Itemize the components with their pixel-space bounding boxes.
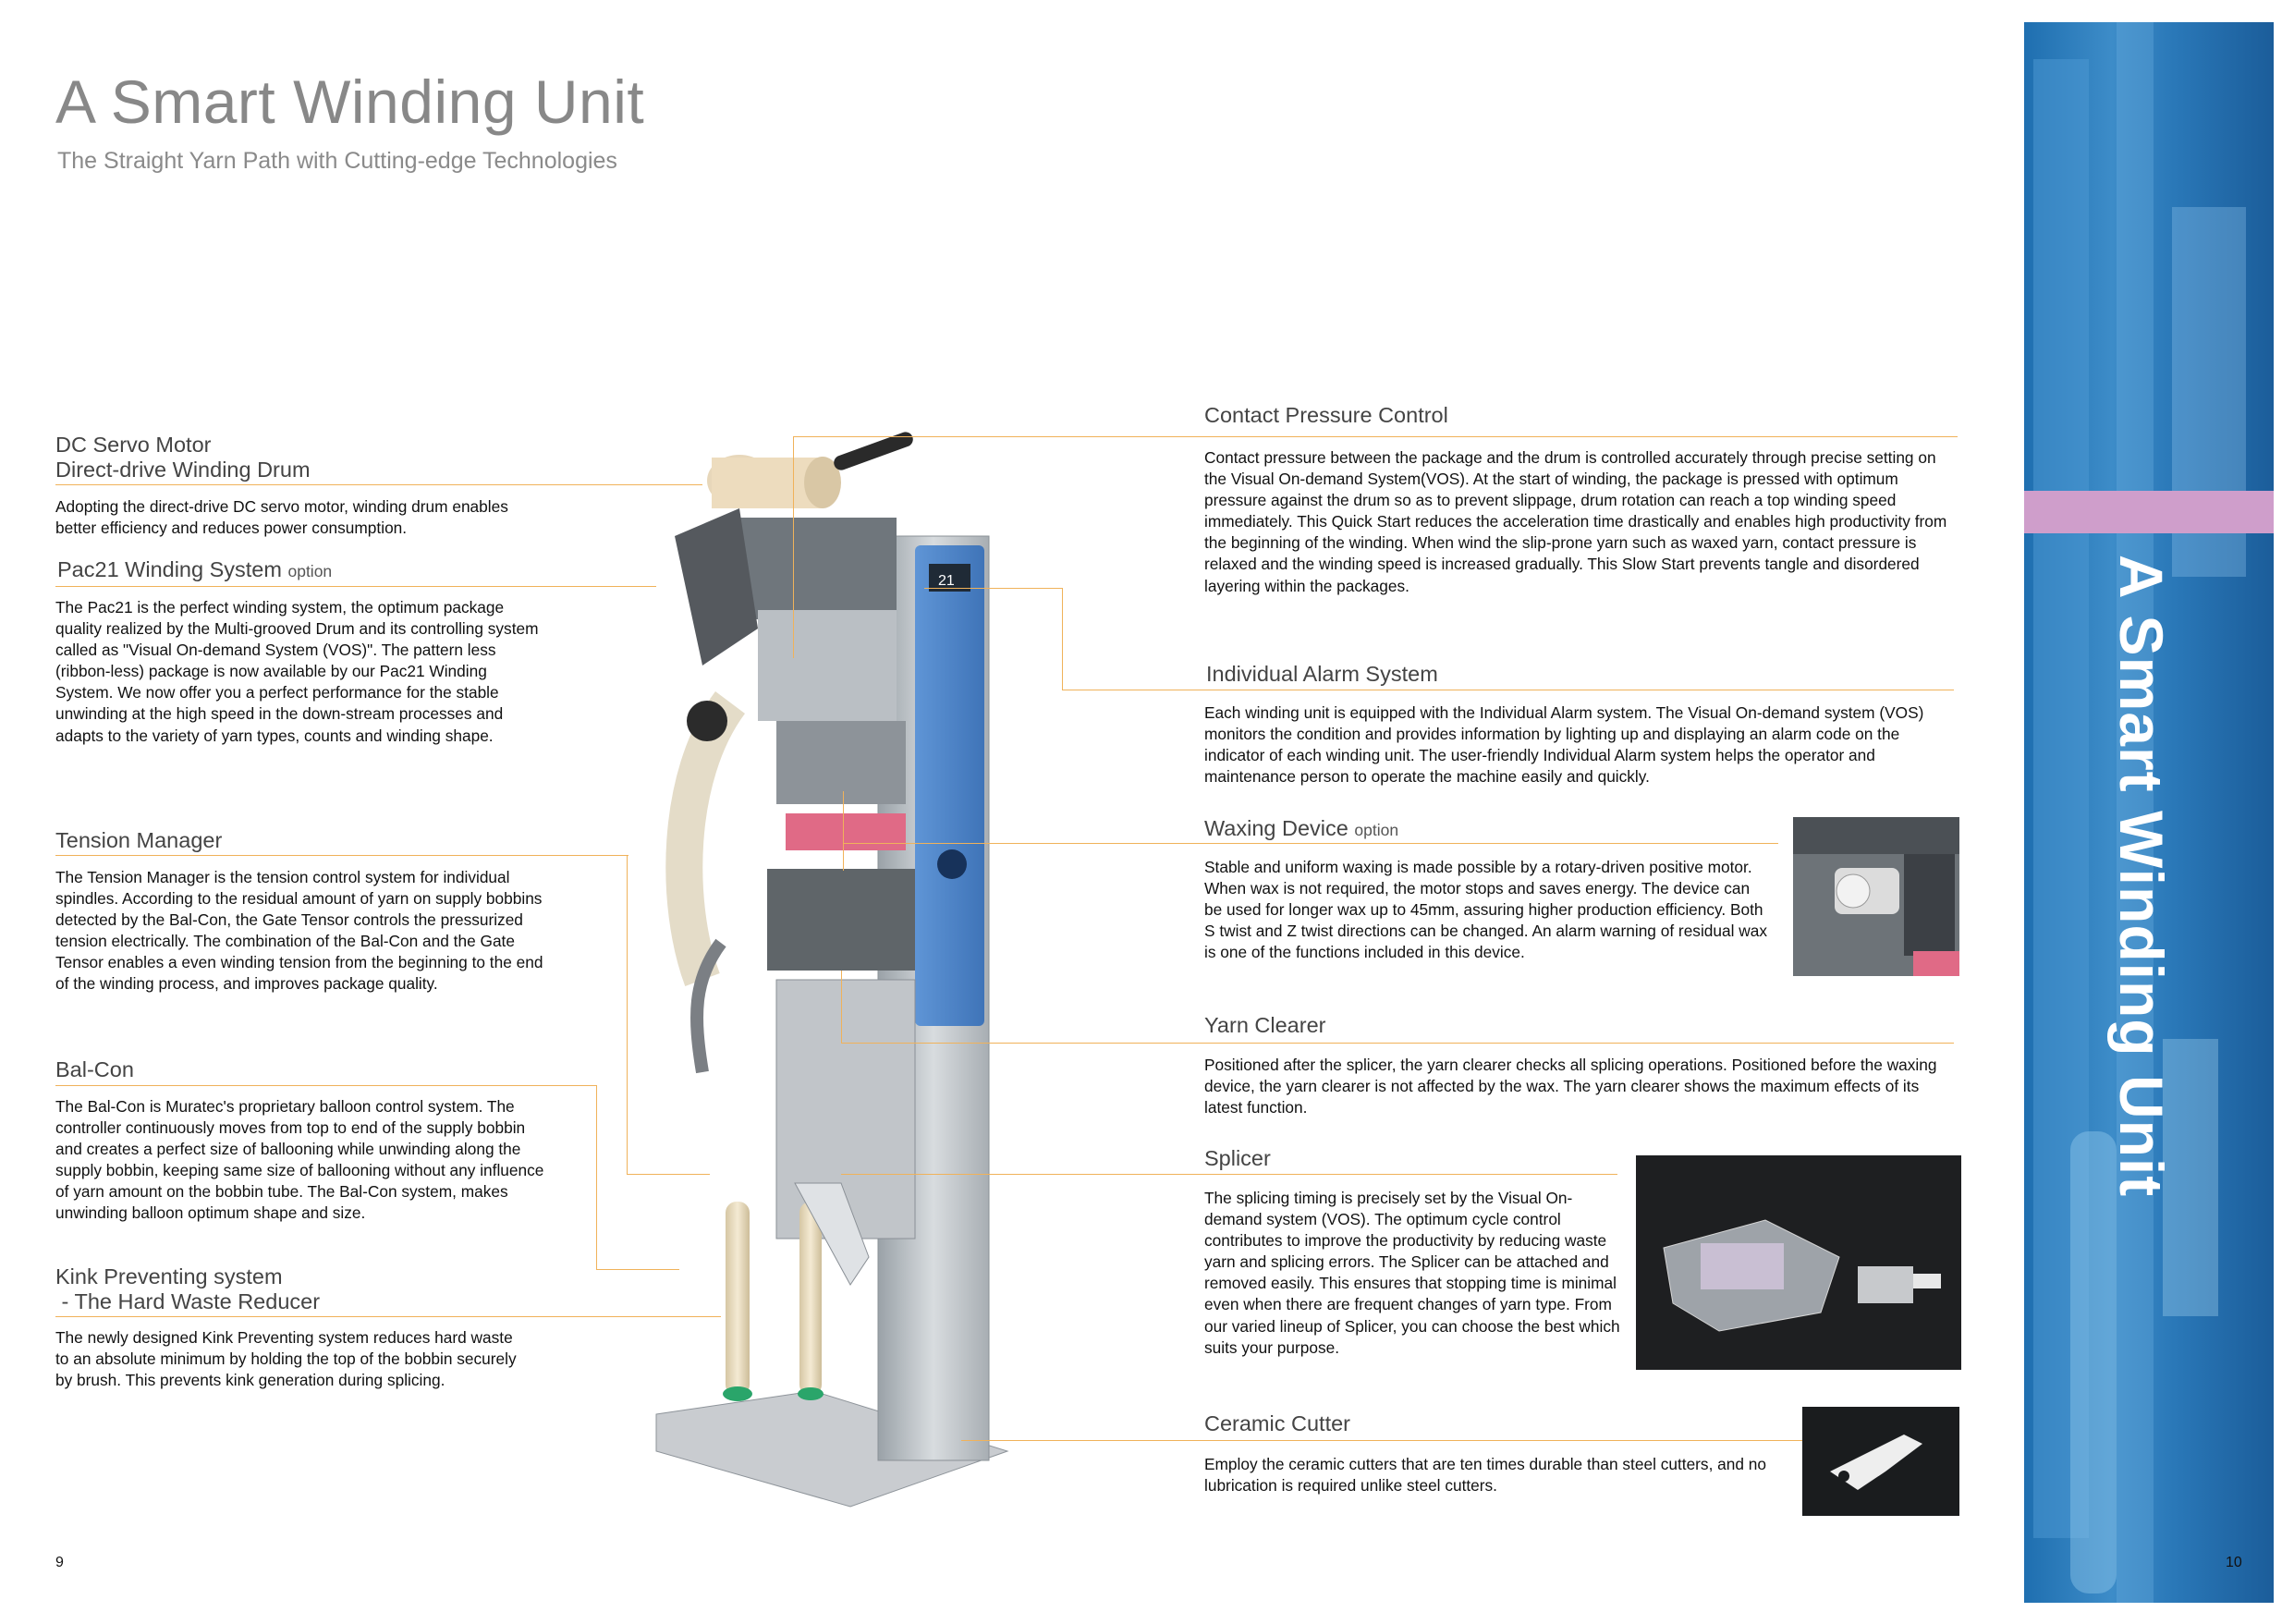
clearer-body: Positioned after the splicer, the yarn c… [1204,1056,1937,1117]
splicer-photo [1636,1155,1961,1370]
clearer-title: Yarn Clearer [1204,1013,1326,1037]
clearer-rule [841,1043,1954,1044]
side-panel [2024,22,2274,1603]
alarm-connector-top [924,588,1063,589]
page-number-right: 10 [2226,1555,2242,1570]
kink-title-line1: Kink Preventing system [55,1264,283,1288]
side-panel-photo [2033,22,2246,1603]
winding-unit-illustration: 21 [655,432,1009,1508]
clearer-connector [841,971,842,1043]
dc-servo-title-line2: Direct-drive Winding Drum [55,458,311,482]
dc-servo-title: DC Servo Motor Direct-drive Winding Drum [55,433,311,482]
page-title: A Smart Winding Unit [55,67,645,136]
waxing-title-text: Waxing Device [1204,816,1348,840]
contact-title: Contact Pressure Control [1204,403,1448,427]
waxing-device-photo [1793,817,1959,976]
tension-connector [627,855,628,1175]
tension-connector-end [627,1174,710,1175]
dc-servo-body: Adopting the direct-drive DC servo motor… [55,497,508,538]
side-vertical-title: A Smart Winding Unit [2107,555,2176,1198]
waxing-option-tag: option [1354,821,1399,839]
contact-connector [793,436,794,658]
kink-body: The newly designed Kink Preventing syste… [55,1328,517,1390]
cutter-title: Ceramic Cutter [1204,1411,1351,1435]
dc-servo-title-line1: DC Servo Motor [55,433,212,457]
cutter-rule [961,1440,1802,1441]
balcon-rule [55,1085,596,1086]
splicer-body: The splicing timing is precisely set by … [1204,1189,1620,1357]
waxing-title: Waxing Device option [1204,816,1398,843]
waxing-body: Stable and uniform waxing is made possib… [1204,858,1767,962]
cutter-body: Employ the ceramic cutters that are ten … [1204,1455,1767,1496]
contact-body: Contact pressure between the package and… [1204,448,1947,595]
kink-title: Kink Preventing system - The Hard Waste … [55,1264,320,1314]
kink-rule [55,1316,721,1317]
balcon-body: The Bal-Con is Muratec's proprietary bal… [55,1097,544,1223]
page-number-left: 9 [55,1555,64,1570]
ceramic-cutter-photo [1802,1407,1959,1516]
pac21-title-text: Pac21 Winding System [57,557,282,581]
side-panel-accent-band [2024,491,2274,533]
dc-servo-rule [55,484,702,485]
pac21-option-tag: option [287,562,333,580]
tension-body: The Tension Manager is the tension contr… [55,868,543,994]
contact-rule [793,436,1958,437]
balcon-connector [596,1085,597,1270]
pac21-title: Pac21 Winding System option [57,557,332,584]
balcon-connector-end [596,1269,679,1270]
alarm-body: Each winding unit is equipped with the I… [1204,703,1924,787]
splicer-title: Splicer [1204,1146,1271,1170]
balcon-title: Bal-Con [55,1057,134,1081]
panel-label: 21 [938,573,955,589]
waxing-rule [843,843,1778,844]
pac21-body: The Pac21 is the perfect winding system,… [55,598,539,745]
pac21-rule [55,586,656,587]
kink-title-line2: - The Hard Waste Reducer [55,1289,321,1313]
page-subtitle: The Straight Yarn Path with Cutting-edge… [57,148,617,174]
alarm-title: Individual Alarm System [1206,662,1438,686]
tension-rule [55,855,628,856]
waxing-connector [843,791,844,871]
splicer-rule [841,1174,1617,1175]
tension-title: Tension Manager [55,828,223,852]
alarm-connector [1062,588,1063,690]
